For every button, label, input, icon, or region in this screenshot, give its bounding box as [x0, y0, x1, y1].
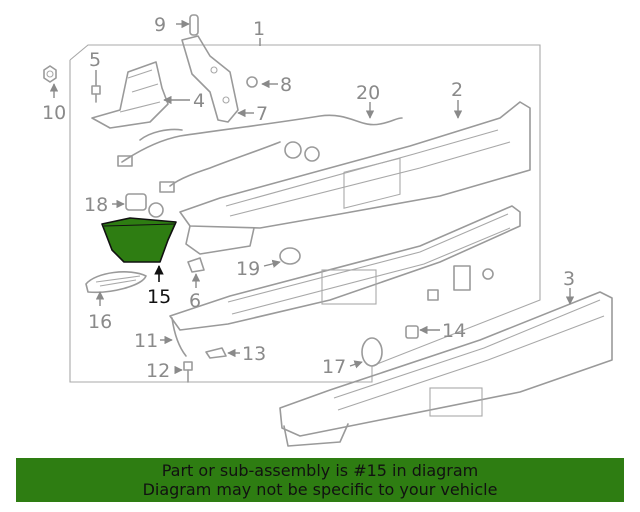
callout-20: 20 — [356, 82, 380, 104]
banner-line-2: Diagram may not be specific to your vehi… — [142, 480, 498, 499]
banner-line-1: Part or sub-assembly is #15 in diagram — [161, 461, 479, 480]
callout-11: 11 — [134, 330, 158, 352]
callout-13: 13 — [242, 343, 266, 365]
callout-12: 12 — [146, 360, 170, 382]
step-bumper-middle — [169, 205, 521, 331]
part-13-bracket — [205, 347, 240, 359]
callout-6: 6 — [189, 290, 201, 312]
part-10-nut — [43, 65, 59, 98]
callout-10: 10 — [42, 102, 66, 124]
part-5-bolt — [91, 70, 101, 103]
callout-2: 2 — [451, 79, 463, 101]
callout-17: 17 — [322, 356, 346, 378]
part-9-clip — [176, 14, 199, 36]
part-18-sensor — [112, 193, 164, 218]
callout-1: 1 — [253, 18, 265, 40]
callout-9: 9 — [154, 14, 166, 36]
part-17-grommet — [349, 337, 383, 369]
part-19-plug — [263, 247, 301, 268]
part-16-step-pad — [85, 271, 147, 306]
callout-4: 4 — [193, 90, 205, 112]
callout-5: 5 — [89, 49, 101, 71]
callout-14: 14 — [442, 320, 466, 342]
part-7-bracket — [181, 35, 254, 123]
part-15-highlighted — [101, 217, 177, 282]
part-6-clip — [187, 257, 205, 288]
callout-8: 8 — [280, 74, 292, 96]
callout-19: 19 — [236, 258, 260, 280]
callout-16: 16 — [88, 311, 112, 333]
part-4-bracket — [91, 61, 190, 129]
part-2-rear-bumper — [179, 100, 531, 255]
part-3-rear-bumper — [279, 288, 613, 447]
info-banner: Part or sub-assembly is #15 in diagram D… — [16, 458, 624, 502]
part-11-wire — [160, 317, 187, 357]
part-14-connector — [405, 325, 440, 339]
callout-3: 3 — [563, 268, 575, 290]
part-8-fastener — [246, 76, 278, 89]
part-12-bolt — [174, 361, 193, 383]
harness-grommets — [284, 141, 320, 162]
callout-18: 18 — [84, 194, 108, 216]
parts-diagram: 1 2 3 4 5 6 7 8 9 10 11 12 13 14 15 16 1… — [42, 14, 613, 447]
part-20-wiring-harness — [117, 102, 403, 193]
callout-7: 7 — [256, 103, 268, 125]
callout-15: 15 — [147, 286, 171, 308]
assembly-box-outline — [69, 44, 541, 383]
